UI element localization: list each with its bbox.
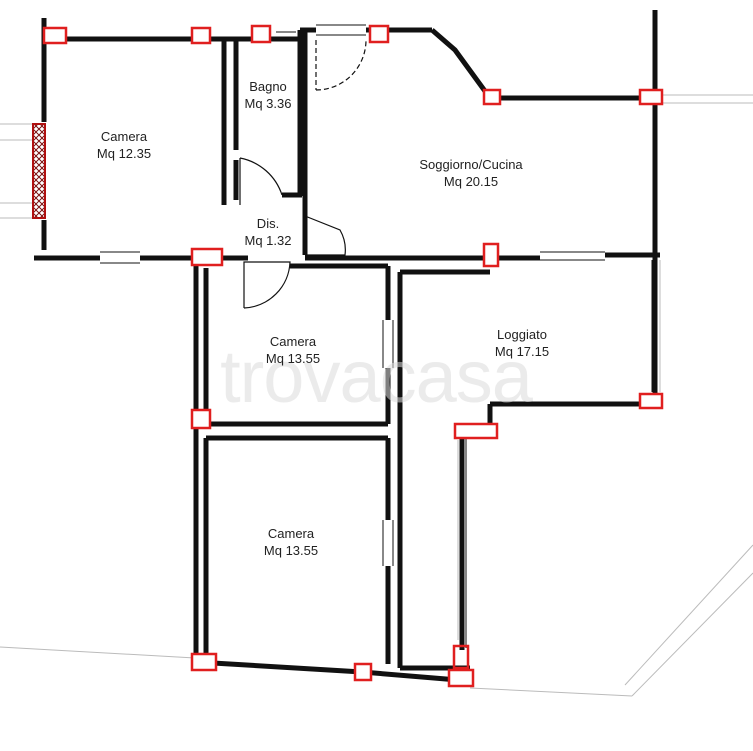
window-lines	[100, 24, 660, 648]
room-area: Mq 12.35	[96, 146, 152, 161]
room-label-dis: Dis. Mq 1.32	[245, 215, 292, 249]
site-guide-lines	[0, 94, 753, 697]
room-name: Camera	[267, 526, 315, 541]
walls	[34, 10, 660, 683]
room-label-bagno: Bagno Mq 3.36	[245, 78, 292, 112]
room-area: Mq 1.32	[244, 233, 292, 248]
room-label-soggiorno: Soggiorno/Cucina Mq 20.15	[419, 156, 522, 190]
room-area: Mq 20.15	[443, 174, 499, 189]
room-label-loggiato: Loggiato Mq 17.15	[495, 326, 549, 360]
hatched-window	[32, 123, 46, 219]
room-name: Bagno	[249, 79, 287, 94]
room-name: Camera	[100, 129, 148, 144]
column-markers	[42, 24, 664, 688]
room-name: Loggiato	[497, 327, 547, 342]
room-name: Soggiorno/Cucina	[419, 157, 523, 172]
room-label-camera-1: Camera Mq 12.35	[97, 128, 151, 162]
room-area: Mq 17.15	[494, 344, 550, 359]
room-area: Mq 3.36	[244, 96, 292, 111]
room-name: Dis.	[256, 216, 280, 231]
room-label-camera-2: Camera Mq 13.55	[266, 333, 320, 367]
room-label-camera-3: Camera Mq 13.55	[264, 525, 318, 559]
door-swings	[239, 39, 367, 309]
room-area: Mq 13.55	[265, 351, 321, 366]
room-area: Mq 13.55	[263, 543, 319, 558]
room-name: Camera	[269, 334, 317, 349]
